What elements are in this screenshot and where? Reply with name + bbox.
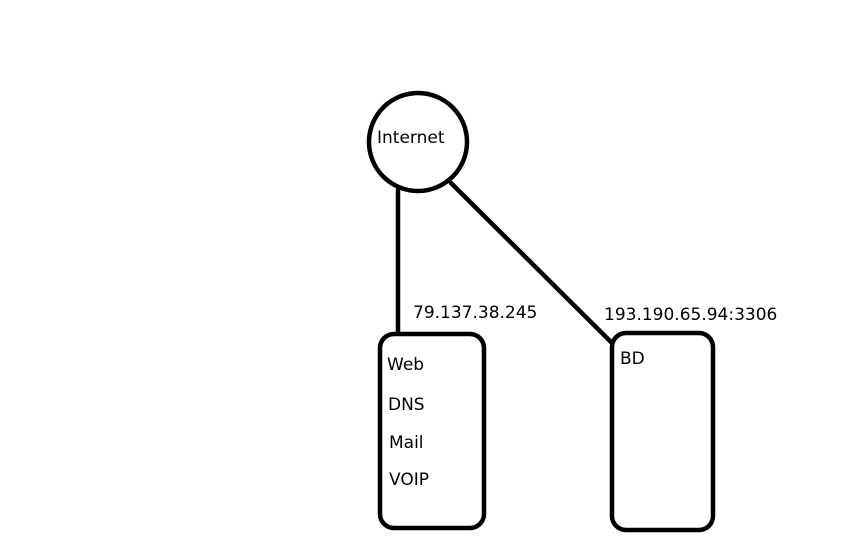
- service-dns: DNS: [388, 395, 425, 415]
- database-label: BD: [620, 349, 645, 369]
- internet-label: Internet: [377, 128, 445, 148]
- server-address: 79.137.38.245: [413, 303, 538, 323]
- link-internet-database: [448, 180, 617, 348]
- database-address: 193.190.65.94:3306: [604, 305, 778, 325]
- server-node: [377, 331, 487, 531]
- service-mail: Mail: [389, 433, 424, 453]
- internet-node: [366, 90, 470, 194]
- database-node: [609, 330, 716, 533]
- service-web: Web: [387, 355, 425, 375]
- service-voip: VOIP: [389, 470, 429, 490]
